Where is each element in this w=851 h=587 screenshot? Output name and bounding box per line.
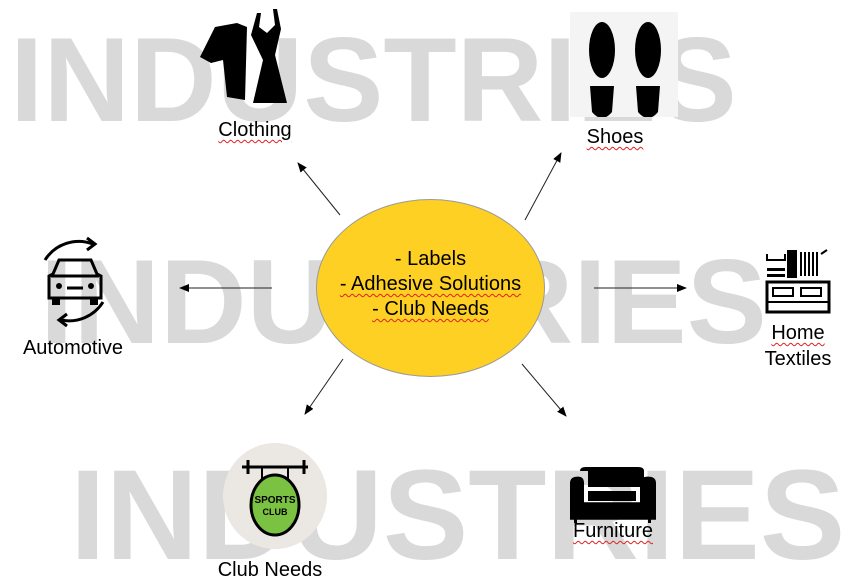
arrow-clothing bbox=[297, 162, 341, 216]
sign-text-club: CLUB bbox=[263, 507, 288, 517]
node-club-needs: Club Needs bbox=[218, 557, 323, 583]
node-automotive-label: Automotive bbox=[22, 337, 124, 359]
sign-text-sports: SPORTS bbox=[254, 495, 295, 506]
center-line-club-text: - Club Needs bbox=[372, 298, 489, 320]
watermark-text: INDUSTRIES bbox=[70, 444, 846, 587]
shoes-icon bbox=[570, 12, 678, 117]
home-textiles-icon bbox=[765, 249, 831, 314]
clothing-icon bbox=[200, 9, 287, 103]
center-ellipse: - Labels - Adhesive Solutions - Club Nee… bbox=[316, 199, 545, 377]
node-clothing-label: Clothing bbox=[218, 119, 292, 141]
node-club-label: Club Needs bbox=[217, 559, 323, 581]
center-line-adhesive: - Adhesive Solutions bbox=[317, 272, 544, 296]
sofa-icon bbox=[570, 467, 656, 523]
node-shoes: Shoes bbox=[587, 124, 644, 150]
arrow-furniture bbox=[521, 363, 567, 417]
sports-club-sign-icon: SPORTS CLUB bbox=[223, 443, 327, 549]
arrow-club-needs bbox=[304, 358, 344, 415]
node-furniture: Furniture bbox=[573, 518, 653, 544]
center-line-adhesive-text: - Adhesive Solutions bbox=[339, 273, 522, 295]
automotive-icon bbox=[43, 236, 105, 328]
node-home-textiles: Home Textiles bbox=[765, 320, 832, 372]
node-home-label: Home bbox=[771, 322, 825, 344]
node-textiles-label: Textiles bbox=[764, 348, 832, 370]
node-furniture-label: Furniture bbox=[572, 520, 654, 542]
node-clothing: Clothing bbox=[218, 117, 291, 143]
center-line-labels: - Labels bbox=[394, 248, 467, 270]
arrow-shoes bbox=[524, 152, 562, 221]
node-shoes-label: Shoes bbox=[586, 126, 644, 148]
center-line-club: - Club Needs bbox=[317, 297, 544, 321]
